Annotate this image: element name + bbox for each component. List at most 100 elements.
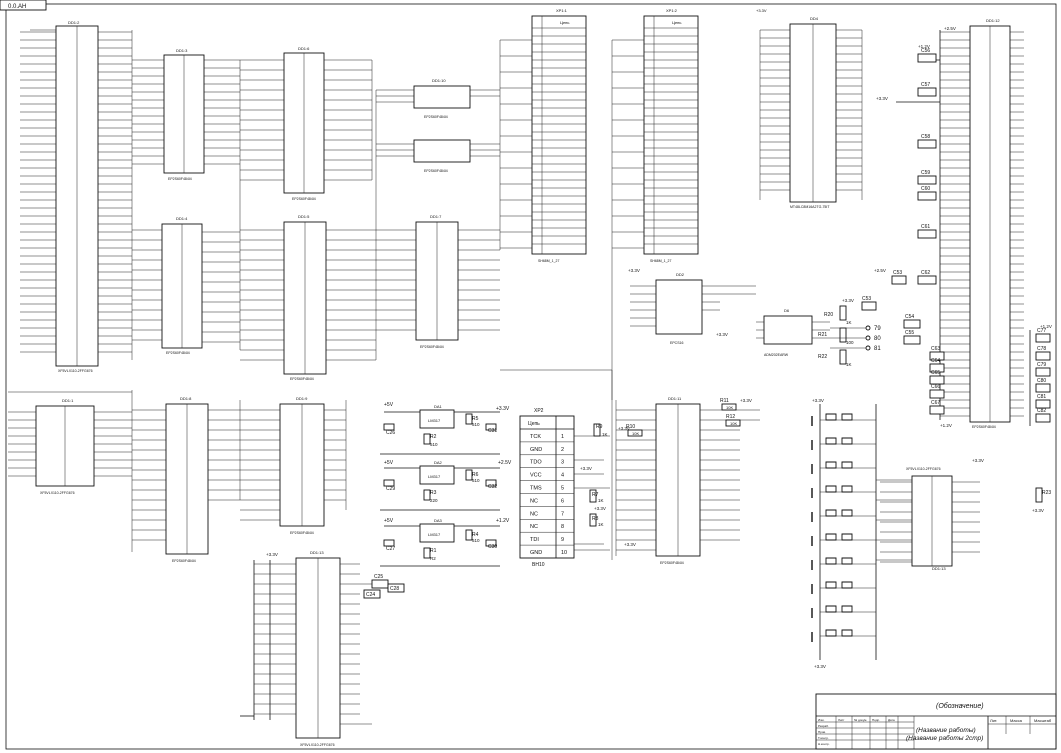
dd1-13-symbol: +3.3V DD1:13 XF5VLX110-2FFG676 C25 C24 C… (240, 550, 405, 747)
dd1-13-ref: DD1:13 (310, 550, 324, 555)
title-work-name-2: (Название работы 2стр) (906, 734, 983, 742)
right-decoupling: +2.5V +1.2V +3.3V +2.5V +1.2V +1.2V C56 … (874, 26, 1052, 428)
xp2-part: BH10 (532, 562, 545, 568)
dd1-12-symbol: DD1:12 EP2S60F484I4 (939, 18, 1024, 429)
dd1-11-rail-a: +3.3V (740, 398, 752, 403)
c53-ref: C53 (893, 270, 902, 276)
xp2-rail-b: +3.3V (594, 506, 606, 511)
dd1-4-ref: DD1:4 (176, 216, 188, 221)
r4-val: 510 (472, 538, 480, 543)
c82-ref: C82 (1037, 408, 1046, 414)
dd1-5-part: EP2S60F484I4 (290, 377, 314, 381)
xp1-1-header: Цепь (560, 20, 569, 25)
dd1-br-part: XF5VLX110-2FFG676 (906, 467, 941, 471)
title-label-tcontr: Т.контр. (818, 736, 829, 740)
dd4-ref: DD4 (810, 16, 819, 21)
xp1-2-part: SH68M_1_27 (650, 259, 671, 263)
r4-ref: R4 (472, 532, 479, 538)
r12-val: 10K (730, 421, 737, 426)
xp2-pin-net: TDI (530, 537, 539, 543)
r6-val: 510 (472, 478, 480, 483)
xp2-pin-number: 8 (561, 524, 564, 530)
c26-ref: C26 (386, 430, 395, 436)
da2-ref: DA2 (434, 460, 443, 465)
c32-ref: C32 (488, 484, 497, 490)
dd1-9-part: EP2S60F484I4 (290, 531, 314, 535)
c77-ref: C77 (1037, 328, 1046, 334)
da1-ref: DA1 (434, 404, 443, 409)
dd4-rail: +3.3V (756, 8, 767, 13)
da3-part: LM317 (428, 532, 441, 537)
c30-ref: C30 (488, 544, 497, 550)
rail-p2v5-top: +2.5V (944, 26, 956, 31)
c66-ref: C66 (931, 384, 940, 390)
c67-ref: C67 (931, 400, 940, 406)
pullup-ladder: +3.3V +3.3V (811, 398, 912, 669)
xp1-2-header: Цепь (672, 20, 681, 25)
d6-symbol: D6 ADM202EARW +3.3V R20 1K R21 100 R22 1… (756, 296, 881, 367)
xp2-pin-number: 1 (561, 434, 564, 440)
xp2-pin-net: NC (530, 511, 538, 517)
r2-val: 510 (430, 442, 438, 447)
ladder-rail-bottom: +3.3V (814, 664, 826, 669)
terminal-79: 79 (874, 326, 881, 332)
rail-p1v2-right: +1.2V (1040, 324, 1052, 329)
xp1-1-part: SH68M_1_27 (538, 259, 559, 263)
corner-label: 0.0.AH (8, 4, 26, 10)
d6-part: ADM202EARW (764, 353, 789, 357)
dd1-11-symbol: DD1:11 EP2S60F484I4 +3.3V +3.3V +3.3V R1… (616, 396, 760, 565)
c59-ref: C59 (921, 170, 930, 176)
dd1-5-ref: DD1:5 (298, 214, 310, 219)
r6-ref: R6 (472, 472, 479, 478)
c60-ref: C60 (921, 186, 930, 192)
r7-val: 1K (598, 498, 604, 503)
xp2-pin-number: 3 (561, 460, 564, 466)
dd2-rail: +3.3V (628, 268, 640, 273)
title-label-ncontr: Н.контр. (818, 742, 830, 746)
rail-p1v2-bottom: +1.2V (940, 423, 952, 428)
r23-ref: R23 (1042, 490, 1051, 496)
rail-p2v5-mid: +2.5V (874, 268, 886, 273)
xp1-2-ref: XP1:2 (666, 8, 678, 13)
c78-ref: C78 (1037, 346, 1046, 352)
c27-ref: C27 (386, 546, 395, 552)
dd1-11-rail-b: +3.3V (618, 426, 630, 431)
title-label-date: Дата (888, 718, 895, 722)
xp2-pin-number: 9 (561, 537, 564, 543)
xp2-pin-number: 5 (561, 486, 564, 492)
dd4-symbol: +3.3V DD4 MT48LC8M16A2TG-75IT (756, 8, 862, 209)
dd1-3-symbol: DD1:3 EP2S60F484I4 (132, 48, 240, 181)
bus-lines (131, 30, 863, 560)
d6-ref: D6 (784, 308, 790, 313)
dd1-1-part: XF5VLX110-2FFG676 (40, 491, 75, 495)
r11-val: 10K (726, 405, 733, 410)
r9-ref: R9 (596, 424, 603, 430)
dd4-part: MT48LC8M16A2TG-75IT (790, 205, 830, 209)
xp2-pin-number: 7 (561, 511, 564, 517)
d6-rail: +3.3V (842, 298, 854, 303)
terminal-81: 81 (874, 346, 881, 352)
corner-stamp (0, 0, 47, 11)
xp2-pin-net: TMS (530, 486, 542, 492)
r5-val: 510 (472, 422, 480, 427)
dd1-2-ref: DD1:2 (68, 20, 80, 25)
xp2-ref: XP2 (534, 408, 544, 414)
xp2-rail-a: +3.3V (580, 466, 592, 471)
title-block: (Обозначение) Лит. Масса Масштаб (Назван… (815, 693, 1057, 750)
c79-ref: C79 (1037, 362, 1046, 368)
rail-p3v3-mid: +3.3V (876, 96, 888, 101)
r1-ref: R1 (430, 548, 437, 554)
dd1-6-ref: DD1:6 (298, 46, 310, 51)
xp2-pin-net: NC (530, 498, 538, 504)
r20-ref: R20 (824, 312, 833, 318)
title-col-scale: Масштаб (1034, 718, 1052, 723)
xp2-pin-net: TDO (530, 460, 542, 466)
dd1-6-symbol: DD1:6 EP2S60F484I4 (240, 46, 372, 201)
c65-ref: C65 (931, 370, 940, 376)
title-label-list: Лист (838, 718, 845, 722)
c80-ref: C80 (1037, 378, 1046, 384)
dd1-8-symbol: DD1:8 EP2S60F484I4 (132, 396, 240, 563)
xp1-2-connector: XP1:2 Цепь SH68M_1_27 (612, 8, 699, 263)
